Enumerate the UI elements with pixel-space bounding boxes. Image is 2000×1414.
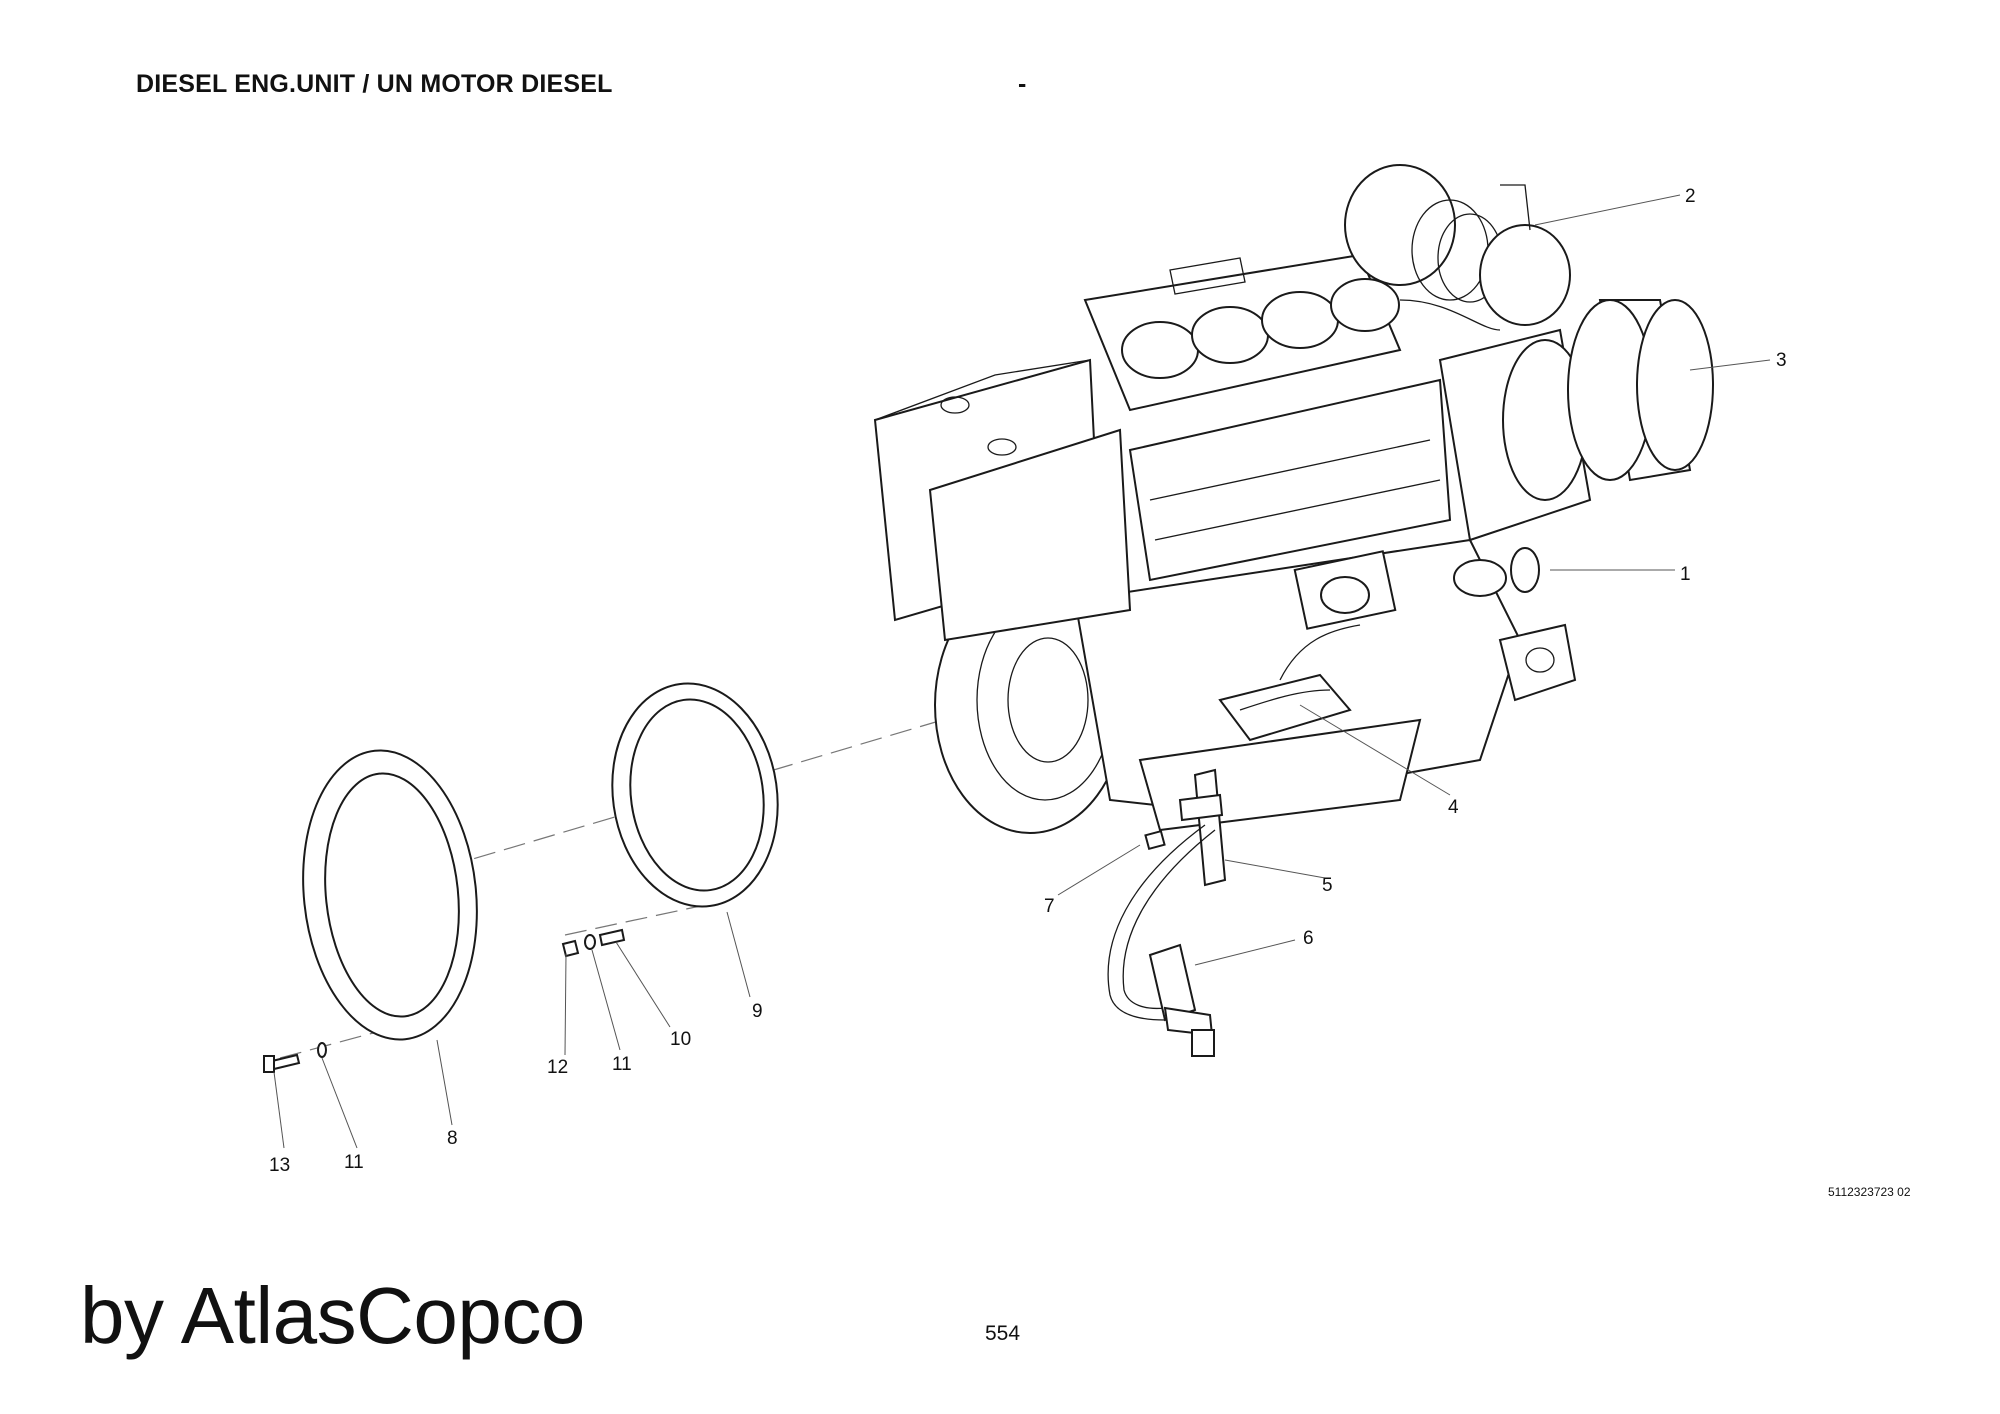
callout-labels: 1 2 3 4 5 6 7 8 9 10 11 12 11 13 <box>269 186 1787 1176</box>
adapter-ring-item-8 <box>302 749 478 1041</box>
drawing-number: 5112323723 02 <box>1828 1185 1911 1199</box>
callout-6: 6 <box>1303 928 1314 949</box>
callout-1: 1 <box>1680 564 1691 585</box>
hardware-items-10-11-12 <box>561 928 626 958</box>
page-number: 554 <box>985 1322 1021 1345</box>
bolt-axis-upper <box>564 904 706 936</box>
diesel-engine <box>873 164 1714 1057</box>
callout-4: 4 <box>1448 797 1459 818</box>
hardware-items-11-13 <box>263 1042 327 1073</box>
ring-gasket-item-9 <box>611 682 779 908</box>
callout-13: 13 <box>269 1155 290 1176</box>
leader-lines <box>273 194 1771 1149</box>
callout-2: 2 <box>1685 186 1696 207</box>
callout-11-lower: 11 <box>344 1152 364 1173</box>
title-separator: - <box>1018 70 1027 98</box>
callout-5: 5 <box>1322 875 1333 896</box>
callout-8: 8 <box>447 1128 458 1149</box>
callout-3: 3 <box>1776 350 1787 371</box>
cylinder-heads <box>1083 253 1402 412</box>
callout-10: 10 <box>670 1029 691 1050</box>
page-title: DIESEL ENG.UNIT / UN MOTOR DIESEL <box>136 70 613 98</box>
callout-9: 9 <box>752 1001 763 1022</box>
brand-footer: by AtlasCopco <box>80 1271 585 1360</box>
callout-12: 12 <box>547 1057 568 1078</box>
callout-11-upper: 11 <box>612 1054 632 1075</box>
callout-7: 7 <box>1044 896 1055 917</box>
